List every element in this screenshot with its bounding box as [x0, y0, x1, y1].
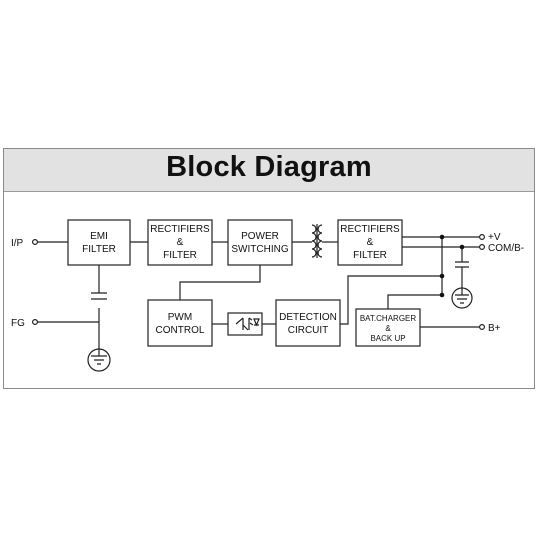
emi-filter-label-1: EMI [90, 231, 108, 242]
detection-circuit-label-1: DETECTION [279, 312, 337, 323]
bat-charger-label-2: & [385, 324, 391, 333]
b-plus-terminal-icon [479, 324, 486, 331]
optocoupler-icon [235, 317, 260, 331]
junction-dot [439, 234, 445, 240]
pwm-control-label-2: CONTROL [156, 325, 205, 336]
title-band: Block Diagram [4, 149, 534, 192]
rect1-label-1: RECTIFIERS [150, 224, 210, 235]
capacitor-output [455, 261, 469, 268]
pwm-control-block [147, 299, 213, 347]
rect1-label-2: & [177, 237, 184, 248]
b-plus-label: B+ [488, 323, 501, 334]
detection-circuit-label-2: CIRCUIT [288, 325, 329, 336]
plus-v-label: +V [488, 232, 501, 243]
transformer-icon [311, 224, 323, 258]
junction-dot [459, 244, 465, 250]
ip-label: I/P [11, 238, 24, 249]
capacitor-emi [91, 292, 107, 300]
bat-charger-label-1: BAT.CHARGER [360, 314, 417, 323]
fg-label: FG [11, 318, 25, 329]
ground-icon-output [451, 286, 473, 309]
emi-filter-block [67, 219, 131, 266]
ip-terminal-icon [31, 239, 38, 246]
emi-filter-label-2: FILTER [82, 244, 116, 255]
plus-v-terminal-icon [479, 234, 486, 241]
bat-charger-label-3: BACK UP [370, 334, 405, 343]
rect2-label-3: FILTER [353, 250, 387, 261]
detection-circuit-block [275, 299, 341, 347]
power-switching-label-2: SWITCHING [231, 244, 288, 255]
power-switching-label-1: POWER [241, 231, 279, 242]
diagram-frame: Block Diagram [3, 148, 535, 389]
com-terminal-icon [479, 244, 486, 251]
ground-icon-fg [87, 347, 111, 372]
pwm-control-label-1: PWM [168, 312, 192, 323]
junction-dot [439, 292, 445, 298]
page-title: Block Diagram [166, 151, 372, 183]
junction-dot [439, 273, 445, 279]
wire-detection-feedback [340, 275, 442, 325]
fg-terminal-icon [31, 319, 38, 326]
wire-bus-charger [387, 294, 442, 309]
rect2-label-1: RECTIFIERS [340, 224, 400, 235]
com-b-minus-label: COM/B- [488, 243, 524, 254]
rect1-label-3: FILTER [163, 250, 197, 261]
power-switching-block [227, 219, 293, 266]
rect2-label-2: & [367, 237, 374, 248]
wire-power-pwm [179, 265, 261, 300]
